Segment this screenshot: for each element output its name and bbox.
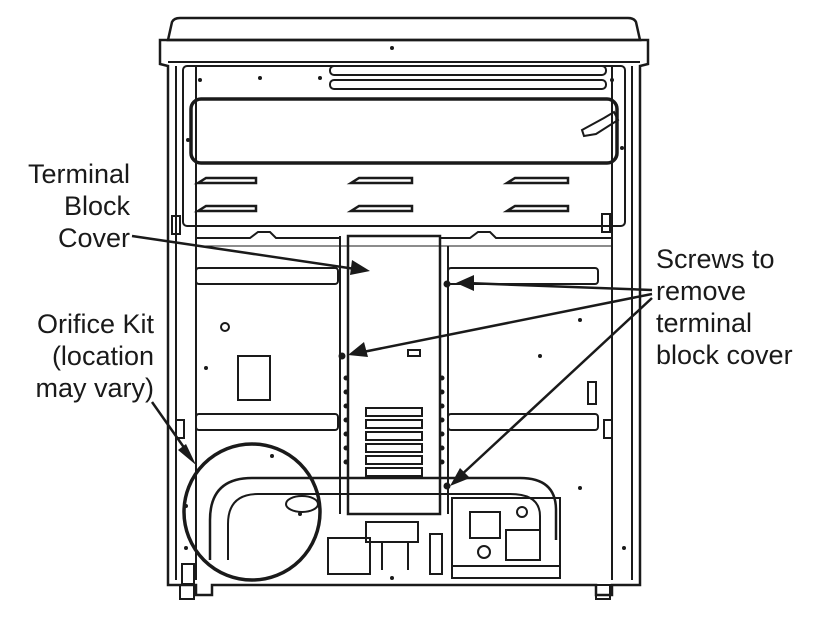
vent-slot-2 xyxy=(329,79,607,90)
terminal-block-cover xyxy=(338,234,451,516)
arrowheads xyxy=(178,260,474,486)
leader-lines xyxy=(131,234,653,479)
junction-box xyxy=(327,537,371,575)
cabinet-outline xyxy=(158,38,650,597)
louvers xyxy=(193,176,570,213)
bracket-lower-left xyxy=(195,413,339,431)
valve-assembly xyxy=(451,497,561,579)
side-bracket xyxy=(580,110,620,138)
rating-plate xyxy=(237,355,271,401)
upper-opening xyxy=(189,97,619,165)
cover-screw-upper xyxy=(443,280,451,288)
bracket-upper-left xyxy=(195,267,339,285)
orifice-kit-label: Orifice Kit (location may vary) xyxy=(35,309,154,403)
burner-tube xyxy=(208,476,558,560)
cover-screw-left xyxy=(338,352,346,360)
top-cap xyxy=(166,16,642,42)
orifice-kit-highlight xyxy=(182,442,322,582)
terminal-block-cover-label: Terminal Block Cover xyxy=(27,159,130,253)
screw-dots xyxy=(184,46,626,580)
cover-screw-lower xyxy=(443,482,451,490)
screws-label: Screws to remove terminal block cover xyxy=(656,244,793,370)
vent-slot-1 xyxy=(329,65,607,76)
